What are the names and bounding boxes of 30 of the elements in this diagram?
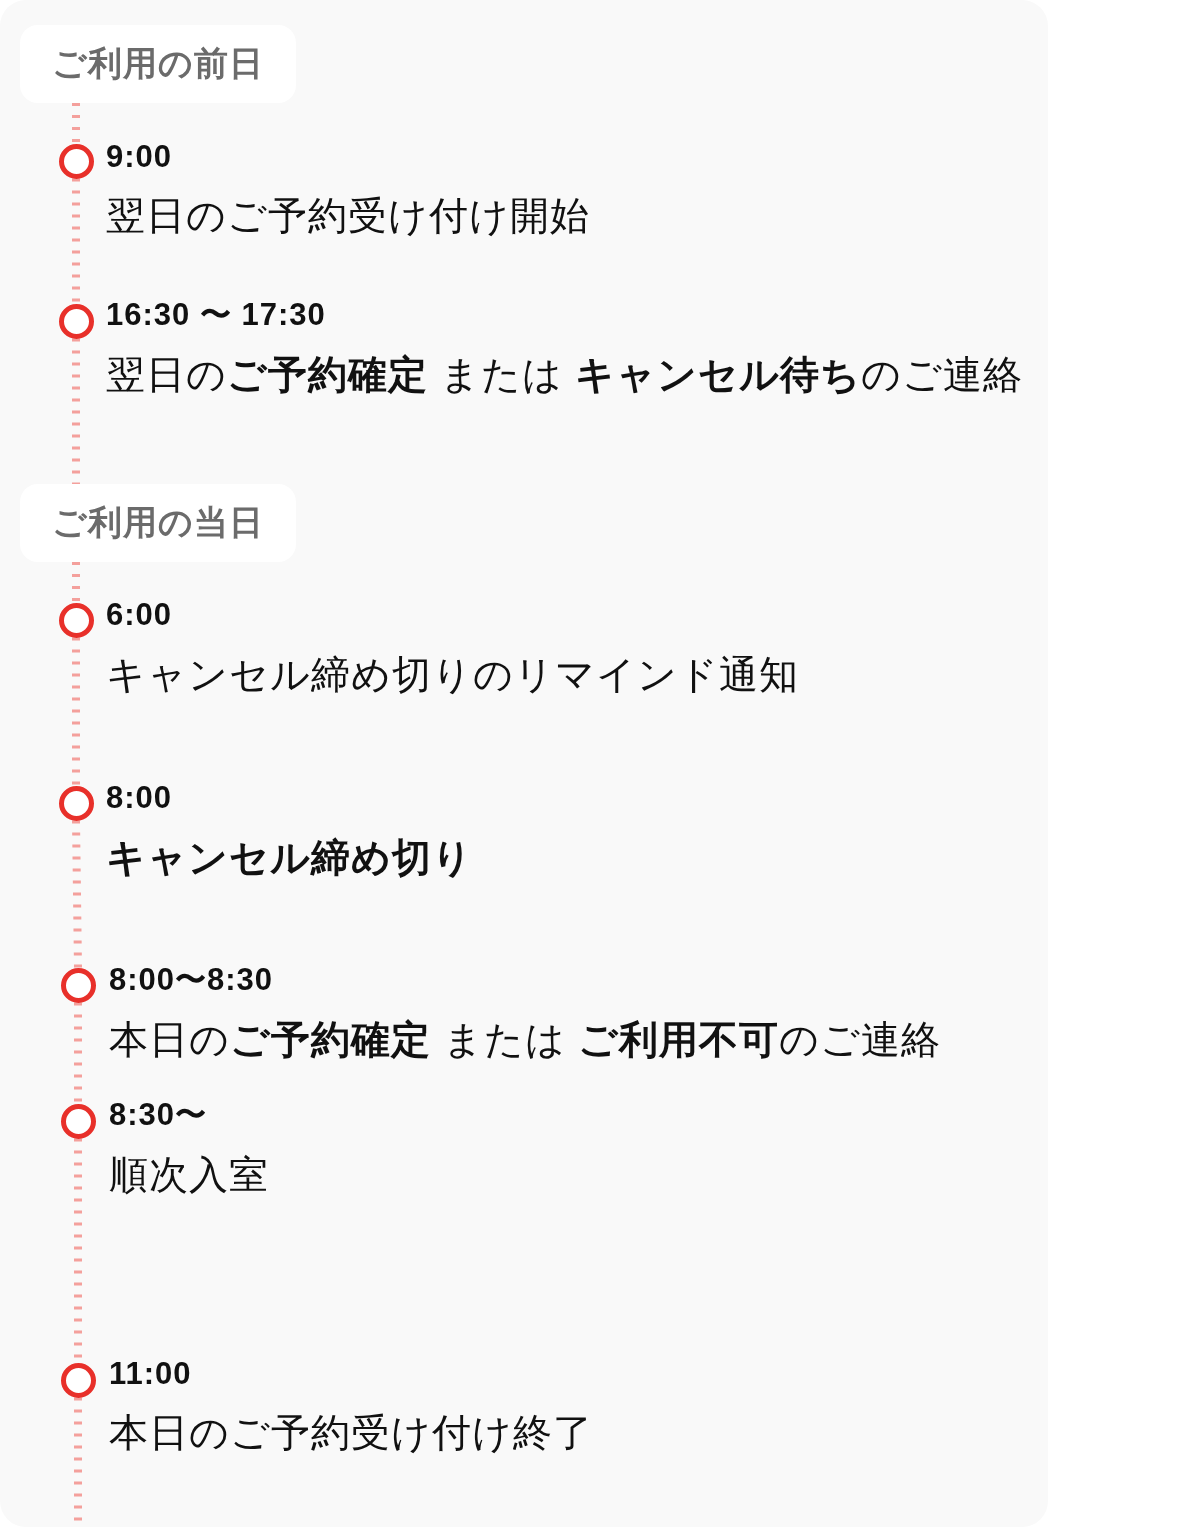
ring-marker — [58, 143, 94, 179]
event-description: 本日のご予約受け付け終了 — [109, 1410, 593, 1456]
event-description: 翌日のご予約確定 または キャンセル待ちのご連絡 — [106, 352, 1023, 398]
event-description: キャンセル締め切り — [106, 835, 473, 881]
time-label: 9:00 — [106, 139, 173, 175]
time-label: 8:00〜8:30 — [109, 962, 274, 998]
ring-marker — [60, 967, 96, 1003]
timeline-connector — [72, 178, 80, 304]
section-header: ご利用の前日 — [20, 25, 296, 103]
ring-marker — [58, 602, 94, 638]
ring-marker — [58, 785, 94, 821]
timeline-connector — [74, 1002, 82, 1104]
timeline-connector — [72, 562, 80, 603]
ring-marker — [58, 303, 94, 339]
time-label: 8:00 — [106, 780, 173, 816]
timeline-connector — [72, 103, 80, 144]
timeline-connector — [72, 637, 80, 786]
event-description: 翌日のご予約受け付け開始 — [106, 193, 590, 239]
time-label: 11:00 — [109, 1356, 192, 1392]
event-description: キャンセル締め切りのリマインド通知 — [106, 652, 799, 698]
timeline-connector — [72, 338, 80, 484]
time-label: 8:30〜 — [109, 1097, 208, 1133]
time-label: 6:00 — [106, 597, 173, 633]
section-header: ご利用の当日 — [20, 484, 296, 562]
ring-marker — [60, 1103, 96, 1139]
event-description: 本日のご予約確定 または ご利用不可のご連絡 — [109, 1017, 941, 1063]
event-description: 順次入室 — [109, 1152, 269, 1198]
timeline-connector — [72, 820, 82, 968]
time-label: 16:30 〜 17:30 — [106, 297, 326, 333]
ring-marker — [60, 1362, 96, 1398]
